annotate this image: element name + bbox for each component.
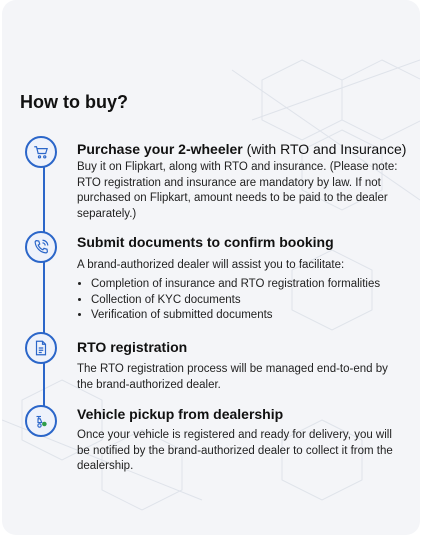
step-title-text: Purchase your 2-wheeler [77,141,243,157]
step-title-suffix: (with RTO and Insurance) [242,141,407,157]
step-description: Buy it on Flipkart, along with RTO and i… [77,161,398,220]
phone-icon [25,231,57,263]
step-title-text: Submit documents to confirm booking [77,234,334,250]
step-title-text: Vehicle pickup from dealership [77,406,284,422]
step-title-text: RTO registration [77,339,188,355]
step-description: Once your vehicle is registered and read… [77,429,393,472]
list-item: Completion of insurance and RTO registra… [91,277,380,293]
step-bullet-list: Completion of insurance and RTO registra… [77,277,380,324]
list-item: Verification of submitted documents [91,308,380,324]
step-description: The RTO registration process will be man… [77,363,388,391]
step-title: RTO registration [77,338,412,356]
cart-icon [25,136,57,168]
scooter-icon [25,405,57,437]
step-title: Vehicle pickup from dealership [77,405,412,423]
document-icon [25,332,57,364]
step-title: Purchase your 2-wheeler (with RTO and In… [77,140,412,158]
timeline-line [43,150,45,420]
list-item: Collection of KYC documents [91,293,380,309]
section-title: How to buy? [20,92,128,112]
step-title: Submit documents to confirm booking [77,233,412,251]
step-description: A brand-authorized dealer will assist yo… [77,259,345,271]
